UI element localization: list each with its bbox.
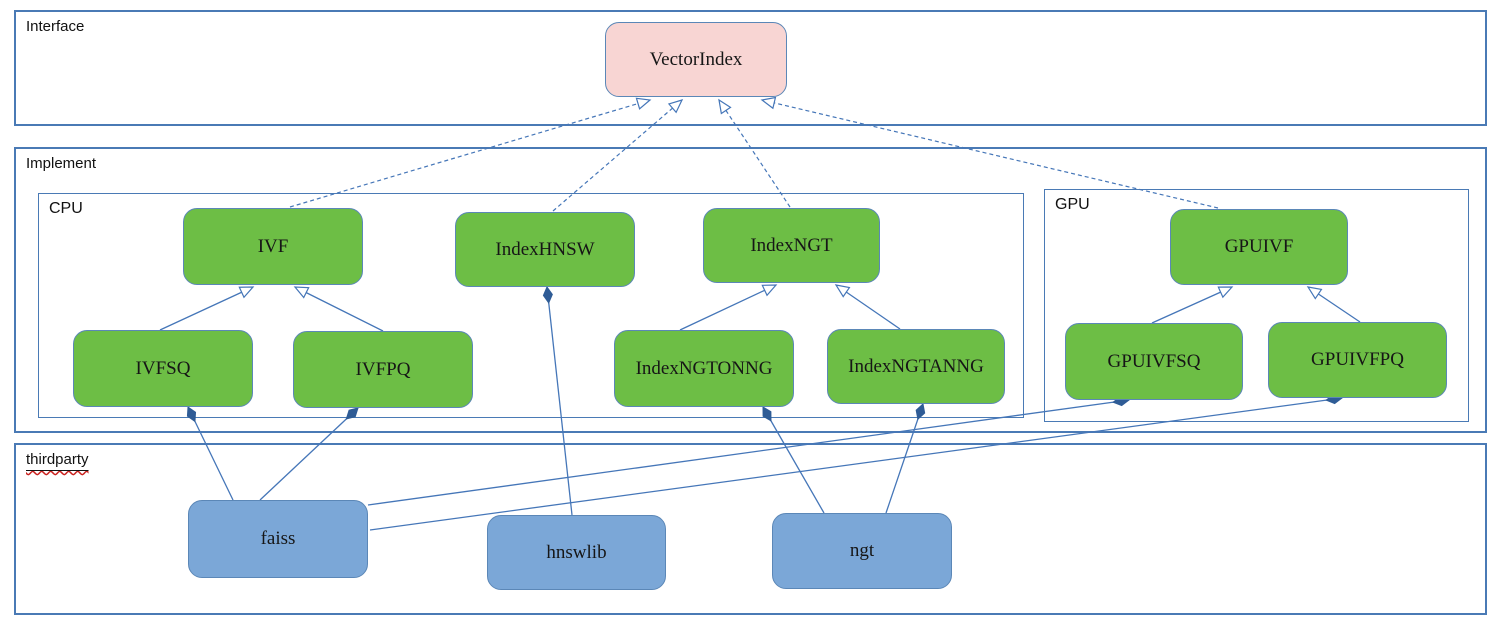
node-gpuivfpq: GPUIVFPQ — [1268, 322, 1447, 398]
node-vectorindex-label: VectorIndex — [649, 48, 743, 70]
container-gpu-label: GPU — [1055, 196, 1090, 213]
container-thirdparty-label: thirdparty — [26, 451, 89, 468]
node-hnswlib: hnswlib — [487, 515, 666, 590]
node-ivf: IVF — [183, 208, 363, 285]
node-faiss-label: faiss — [260, 528, 296, 549]
node-ivf-label: IVF — [257, 235, 289, 257]
node-indexngtonng-label: IndexNGTONNG — [635, 357, 773, 379]
node-indexhnsw-label: IndexHNSW — [495, 238, 595, 260]
node-vectorindex: VectorIndex — [605, 22, 787, 97]
node-gpuivf: GPUIVF — [1170, 209, 1348, 285]
container-implement-label: Implement — [26, 155, 97, 172]
node-ivfsq-label: IVFSQ — [135, 357, 191, 379]
node-indexhnsw: IndexHNSW — [455, 212, 635, 287]
node-faiss: faiss — [188, 500, 368, 578]
node-indexngtonng: IndexNGTONNG — [614, 330, 794, 407]
node-ivfpq: IVFPQ — [293, 331, 473, 408]
node-ivfsq: IVFSQ — [73, 330, 253, 407]
container-cpu-label: CPU — [49, 200, 83, 217]
node-ngt-label: ngt — [849, 540, 875, 561]
node-gpuivf-label: GPUIVF — [1224, 236, 1294, 257]
node-gpuivfsq-label: GPUIVFSQ — [1107, 350, 1201, 372]
node-hnswlib-label: hnswlib — [546, 541, 607, 563]
node-gpuivfsq: GPUIVFSQ — [1065, 323, 1243, 400]
node-ivfpq-label: IVFPQ — [355, 358, 411, 380]
node-indexngt: IndexNGT — [703, 208, 880, 283]
container-interface-label: Interface — [26, 18, 85, 35]
node-indexngtanng: IndexNGTANNG — [827, 329, 1005, 404]
node-ngt: ngt — [772, 513, 952, 589]
node-indexngt-label: IndexNGT — [750, 234, 833, 256]
node-gpuivfpq-label: GPUIVFPQ — [1311, 349, 1404, 370]
node-indexngtanng-label: IndexNGTANNG — [848, 355, 984, 377]
